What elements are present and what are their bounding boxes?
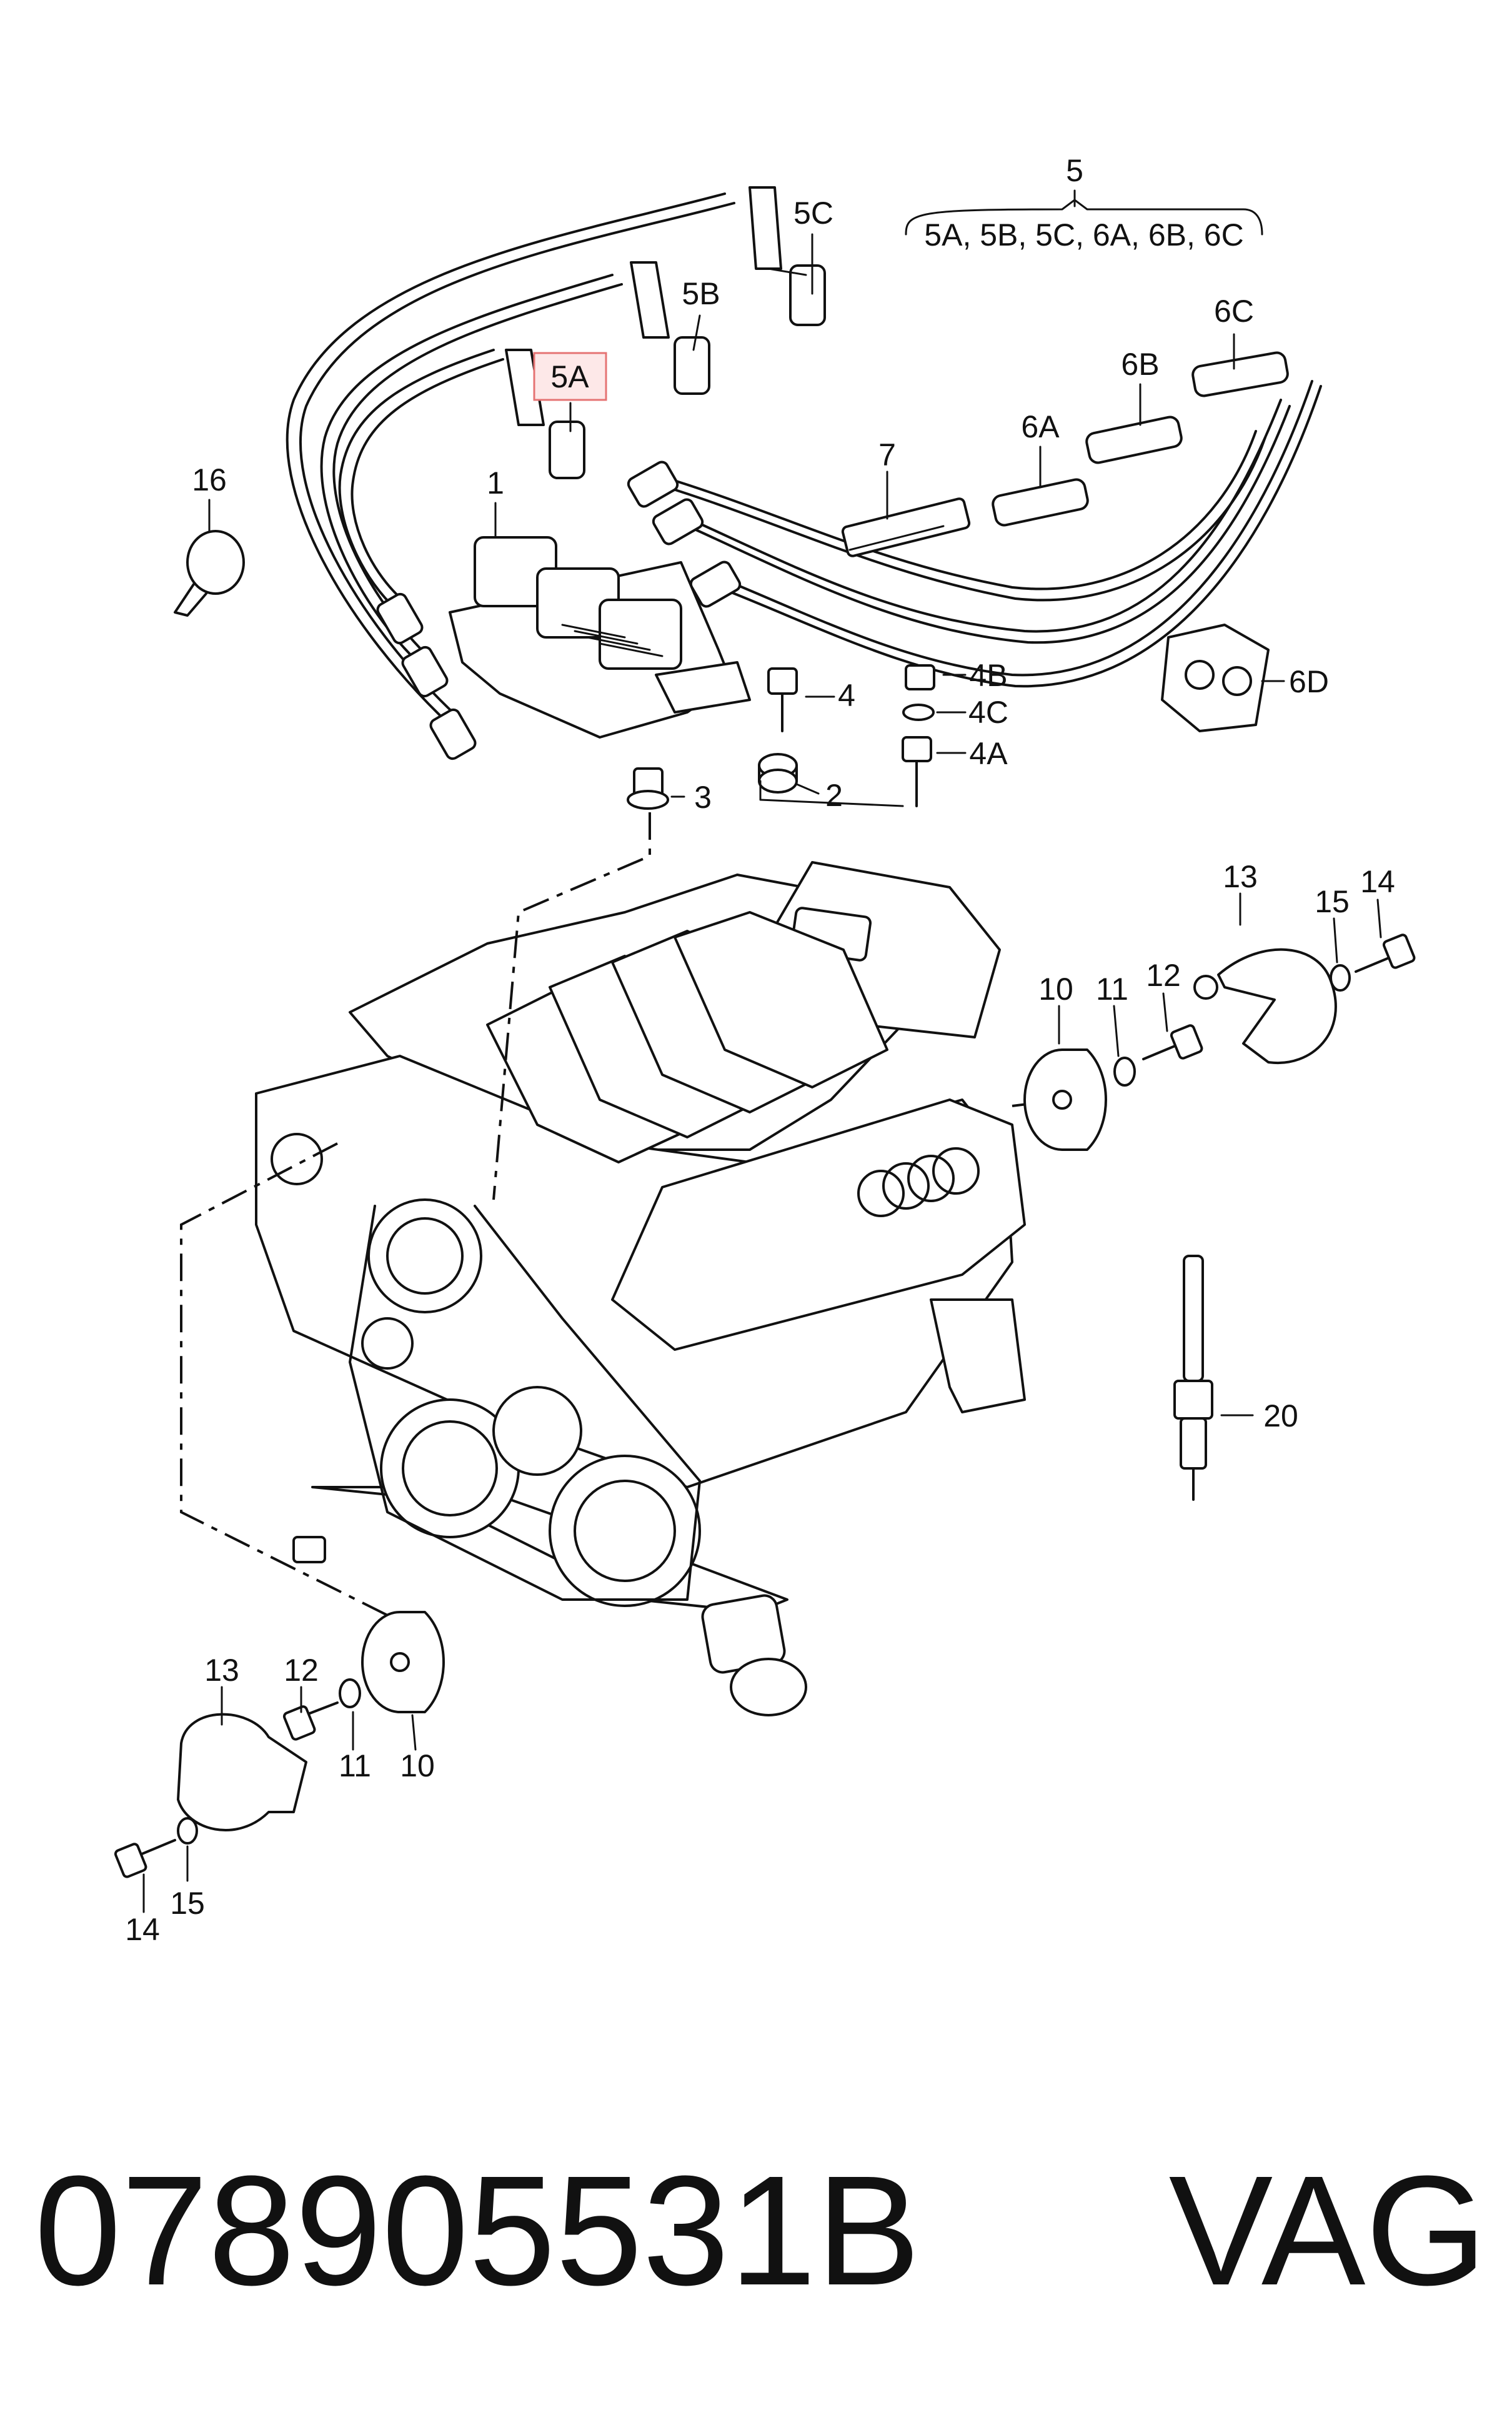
part-number: 078905531B — [34, 2143, 921, 2318]
callout-11-right: 11 — [1096, 972, 1128, 1007]
ignition-wire-harness — [286, 192, 1322, 760]
callout-14-left: 14 — [125, 1912, 160, 1947]
bolt-14-left — [114, 1839, 176, 1878]
grommet-2 — [758, 753, 798, 794]
callout-10-left: 10 — [400, 1748, 435, 1783]
callout-5-group: 5A, 5B, 5C, 6A, 6B, 6C — [924, 217, 1243, 252]
footer: 078905531B VAG — [0, 2137, 1512, 2324]
four-rings-logo — [857, 1147, 980, 1217]
callout-6a: 6A — [1021, 409, 1060, 444]
callout-2: 2 — [825, 778, 843, 813]
callout-15-left: 15 — [170, 1886, 205, 1921]
bolt-12-left — [282, 1701, 339, 1741]
connector-5c — [749, 186, 826, 326]
callout-5: 5 — [1066, 153, 1083, 188]
ignition-coil-1 — [449, 536, 751, 739]
callout-4a: 4A — [969, 736, 1008, 771]
washer-4c — [902, 704, 935, 721]
callout-6c: 6C — [1214, 294, 1254, 329]
callout-14-right: 14 — [1360, 864, 1395, 899]
callout-12-right: 12 — [1146, 958, 1181, 993]
washer-15-right — [1330, 964, 1351, 992]
callout-10-right: 10 — [1038, 972, 1073, 1007]
engine-mount-10-right — [1023, 1048, 1107, 1151]
highlight-box-5a — [533, 352, 607, 401]
engine-block — [255, 861, 1026, 1716]
washer-11-left — [339, 1678, 361, 1708]
wire-holder-6d — [1161, 624, 1270, 732]
bracket-13-left — [177, 1713, 307, 1831]
bolt-4 — [767, 667, 798, 732]
connector-6a — [992, 478, 1089, 527]
callout-5c: 5C — [793, 196, 833, 231]
bracket-13-right — [1193, 948, 1337, 1065]
bolt-14-right — [1355, 934, 1416, 973]
callout-16: 16 — [192, 462, 227, 497]
callout-11-left: 11 — [339, 1748, 371, 1783]
spark-plug-7 — [841, 497, 971, 557]
stud-4a — [902, 736, 932, 807]
callout-15-right: 15 — [1315, 884, 1350, 919]
connector-6c — [1191, 351, 1289, 397]
bolt-12-right — [1142, 1024, 1203, 1060]
brand-label: VAG — [1168, 2143, 1487, 2318]
callout-5a: 5A — [550, 359, 589, 394]
nut-4b — [905, 664, 935, 690]
callout-labels: 5 5A, 5B, 5C, 6A, 6B, 6C 5C 5B 5A 6C 6B … — [125, 153, 1395, 1947]
callout-4c: 4C — [968, 695, 1008, 730]
cable-tie-16 — [174, 530, 245, 617]
callout-leaders — [142, 189, 1382, 1913]
callout-13-right: 13 — [1223, 859, 1258, 894]
washer-15-left — [177, 1817, 198, 1845]
callout-4b: 4B — [969, 658, 1007, 693]
glow-plug-20 — [1173, 1255, 1213, 1501]
engine-mount-10-left — [361, 1611, 445, 1713]
connector-6b — [1085, 416, 1183, 464]
callout-4: 4 — [838, 678, 855, 713]
washer-11-right — [1113, 1057, 1136, 1087]
callout-6b: 6B — [1121, 347, 1159, 382]
connector-5b — [630, 261, 710, 395]
sleeve-3 — [627, 767, 669, 810]
callout-20: 20 — [1263, 1398, 1298, 1433]
callout-5b: 5B — [682, 276, 720, 311]
callout-12-left: 12 — [284, 1653, 319, 1688]
callout-3: 3 — [694, 780, 712, 815]
callout-13-left: 13 — [204, 1653, 239, 1688]
callout-7: 7 — [878, 437, 896, 472]
callout-6d: 6D — [1289, 664, 1329, 699]
callout-1: 1 — [487, 466, 504, 500]
